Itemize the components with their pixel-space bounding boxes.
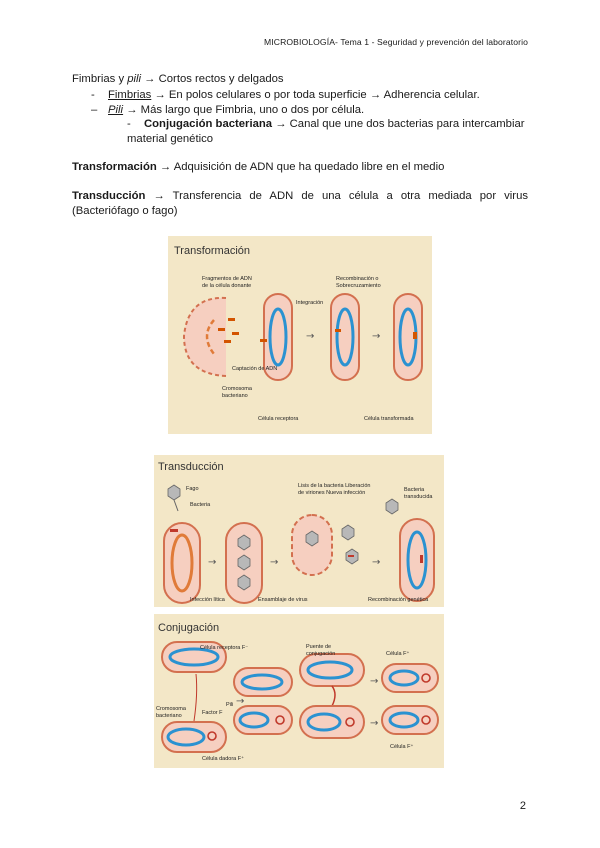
label-celula-f-top: Célula F⁺ — [386, 651, 410, 657]
bullet-text: → Canal que une dos bacterias para inter… — [127, 118, 525, 145]
transduccion-illustration: → → → — [163, 484, 435, 604]
label-factor: Factor F — [202, 710, 223, 716]
bullet-marker: - — [91, 89, 95, 101]
transduccion-text: → Transferencia de ADN de una célula a o… — [72, 190, 528, 217]
figure-title: Transducción — [158, 461, 224, 473]
label-recombinacion: Recombinación genética — [368, 597, 429, 603]
label-transducida: Bacteria transducida — [404, 487, 433, 500]
svg-text:→: → — [236, 696, 244, 707]
bullet-marker: - — [127, 118, 131, 130]
svg-text:→: → — [370, 676, 378, 687]
label-fragmentos: Fragmentos de ADN de la célula donante — [202, 276, 252, 289]
svg-text:→: → — [372, 331, 380, 342]
intro-line: Fimbrias y pili → Cortos rectos y delgad… — [72, 72, 284, 87]
label-bacteria: Bacteria — [190, 502, 211, 508]
page-header: MICROBIOLOGÍA- Tema 1 - Seguridad y prev… — [264, 37, 528, 47]
figure-transduccion: → → → Transducción Fago Bacteria Lisis d… — [154, 455, 444, 607]
transformacion-paragraph: Transformación → Adquisición de ADN que … — [72, 160, 444, 175]
label-receptora: Célula receptora — [258, 416, 299, 422]
label-ensamblaje: Ensamblaje de virus — [258, 597, 308, 603]
conjugacion-illustration: → → → — [161, 641, 439, 753]
transformacion-illustration: → → — [182, 293, 423, 381]
transformacion-text: → Adquisición de ADN que ha quedado libr… — [156, 161, 445, 173]
figure-transformacion: → → Transformación Fragmentos de ADN de … — [168, 236, 432, 434]
label-recombinacion: Recombinación o Sobrecruzamiento — [336, 276, 381, 289]
label-celula-f-bottom: Célula F⁺ — [390, 744, 414, 750]
label-lisis: Lisis de la bacteria Liberación de virio… — [298, 483, 371, 496]
bullet-term: Pili — [108, 104, 124, 116]
figure-title: Conjugación — [158, 622, 220, 634]
label-cromosoma: Cromosoma bacteriano — [222, 386, 252, 399]
intro-pili: pili — [127, 73, 142, 85]
label-puente: Puente de conjugación — [306, 644, 336, 657]
bullet-term: Fimbrias — [108, 89, 152, 101]
label-infeccion: Infección lítica — [190, 597, 225, 603]
transformacion-term: Transformación — [72, 161, 157, 173]
svg-text:→: → — [270, 557, 278, 568]
label-integracion: Integración — [296, 300, 324, 306]
bullet-conjugacion: - Conjugación bacteriana → Canal que une … — [127, 117, 527, 146]
label-captacion: Captación de ADN — [232, 366, 278, 372]
figure-conjugacion: → → → Conjugación Célula receptora F⁻ Pu… — [154, 614, 444, 768]
intro-prefix: Fimbrias y — [72, 73, 128, 85]
bullet-text: → Más largo que Fimbria, uno o dos por c… — [123, 104, 365, 116]
svg-text:→: → — [208, 557, 216, 568]
transduccion-term: Transducción — [72, 190, 146, 202]
svg-text:→: → — [306, 331, 314, 342]
bullet-pili: –Pili → Más largo que Fimbria, uno o dos… — [91, 103, 364, 118]
label-receptora: Célula receptora F⁻ — [200, 645, 249, 651]
label-donadora: Célula dadora F⁺ — [202, 756, 245, 762]
bullet-term: Conjugación bacteriana — [144, 118, 273, 130]
label-cromosoma: Cromosoma bacteriano — [156, 706, 186, 719]
transduccion-paragraph: Transducción → Transferencia de ADN de u… — [72, 189, 528, 218]
bullet-text: → En polos celulares o por toda superfic… — [151, 89, 480, 101]
figure-title: Transformación — [174, 245, 251, 257]
bullet-fimbrias: - Fimbrias → En polos celulares o por tod… — [91, 88, 480, 103]
intro-suffix: → Cortos rectos y delgados — [141, 73, 284, 85]
svg-text:→: → — [372, 557, 380, 568]
label-transformada: Célula transformada — [364, 416, 414, 422]
bullet-marker: – — [91, 104, 98, 116]
label-pili: Pili — [226, 702, 234, 708]
svg-text:→: → — [370, 718, 378, 729]
label-fago: Fago — [186, 486, 199, 492]
page-number: 2 — [519, 800, 526, 812]
